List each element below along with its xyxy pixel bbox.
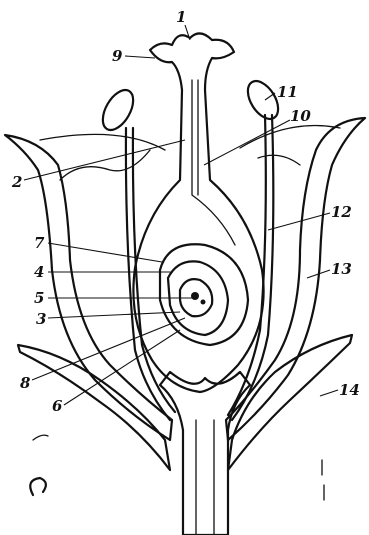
stray-marks	[30, 435, 324, 500]
label-7: 7	[34, 234, 45, 252]
label-10: 10	[290, 107, 311, 125]
label-6: 6	[52, 397, 63, 415]
label-13: 13	[331, 260, 352, 278]
label-14: 14	[339, 381, 360, 399]
label-3: 3	[36, 310, 46, 328]
label-8: 8	[20, 374, 31, 392]
label-11: 11	[277, 83, 298, 101]
label-5: 5	[34, 289, 44, 307]
label-12: 12	[331, 203, 352, 221]
stalk	[160, 372, 250, 535]
pistil	[133, 33, 263, 392]
perianth-rim	[40, 126, 340, 151]
number-labels: 1 2 3 4 5 6 7 8 9 10 11 12 13 14	[11, 8, 360, 415]
label-4: 4	[34, 263, 44, 281]
label-2: 2	[11, 173, 22, 191]
petals	[5, 118, 365, 440]
label-9: 9	[112, 47, 123, 65]
label-1: 1	[176, 8, 186, 26]
